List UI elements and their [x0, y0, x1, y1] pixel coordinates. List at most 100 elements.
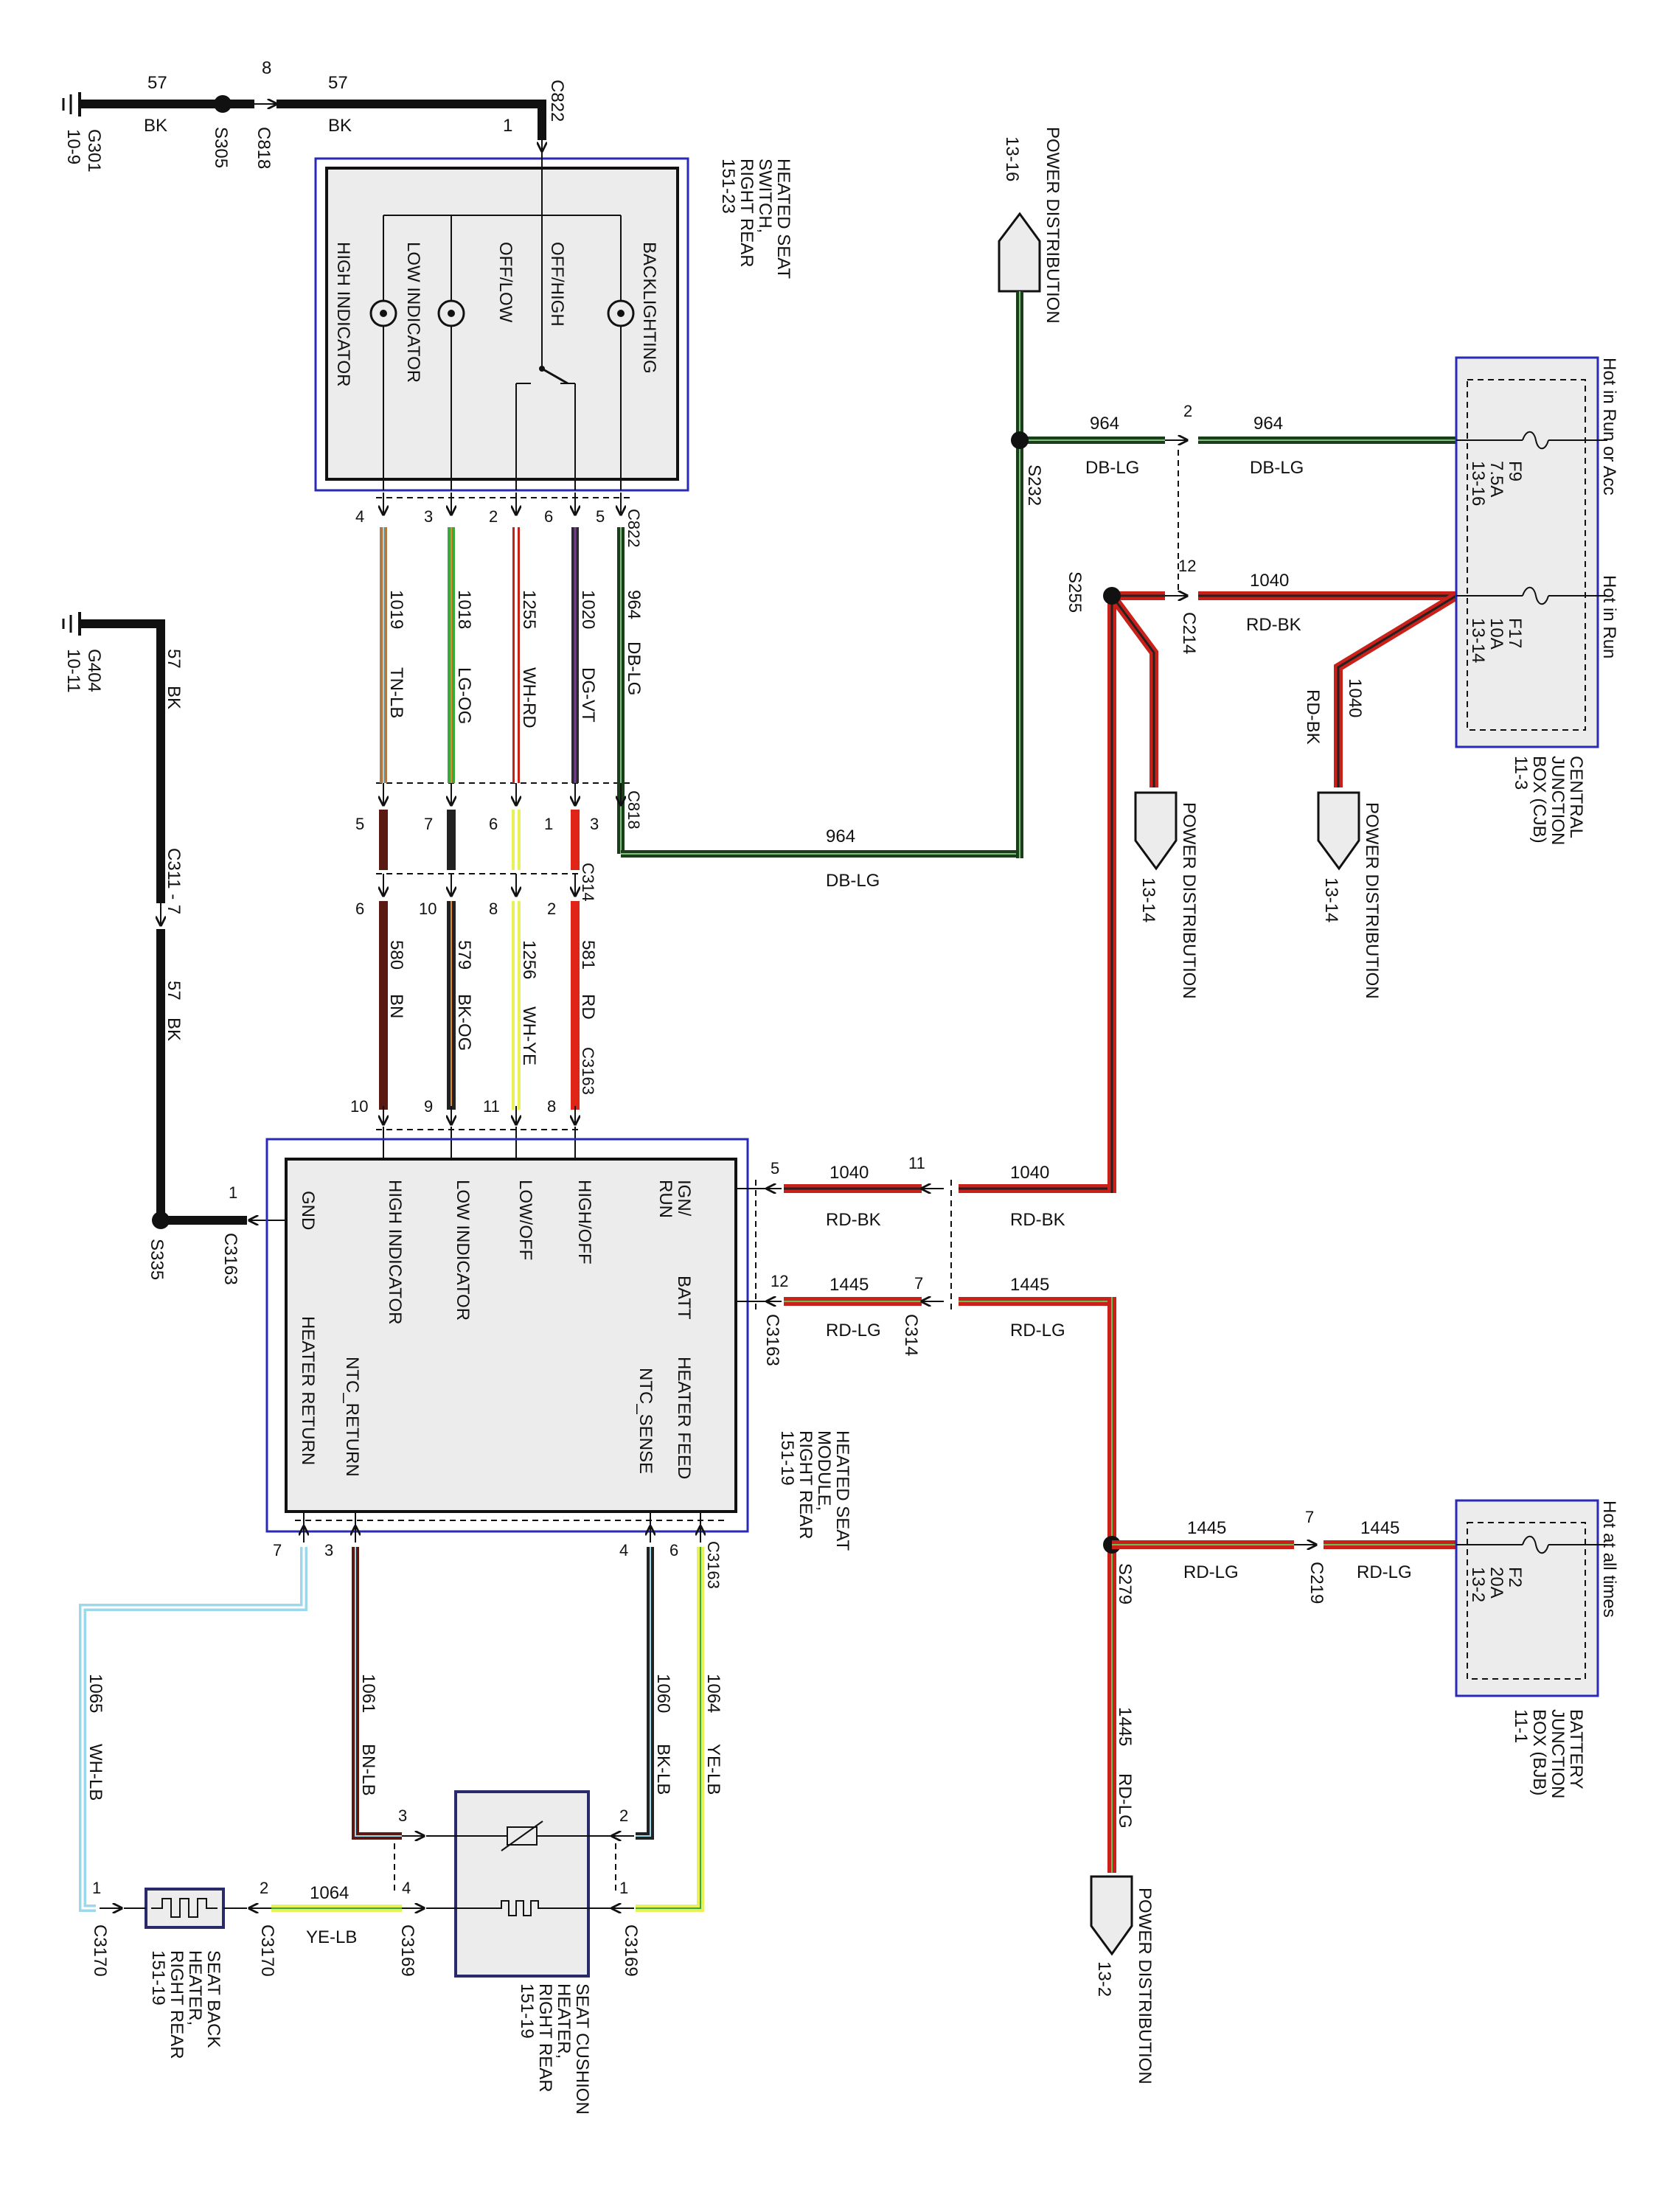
diagram-label: 151-19 [777, 1430, 797, 1486]
connector-label-c214: C214 [1179, 612, 1199, 654]
diagram-label: 7 [424, 815, 433, 833]
connector-label-c3170-right: C3170 [257, 1924, 277, 1977]
seat-cushion-heater [394, 1790, 616, 1978]
diagram-label: 8 [489, 900, 498, 918]
diagram-label: F17 [1505, 618, 1525, 648]
diagram-label: 3 [590, 815, 599, 833]
diagram-label: HIGH INDICATOR [385, 1180, 405, 1324]
diagram-label: 2 [260, 1879, 268, 1897]
diagram-label: F9 [1505, 461, 1525, 481]
diagram-label: RD-LG [1357, 1562, 1412, 1582]
diagram-label: 4 [355, 507, 364, 526]
diagram-label: 7.5A [1486, 461, 1506, 497]
diagram-label: TN-LB [386, 667, 406, 718]
diagram-label: 1 [229, 1183, 237, 1202]
diagram-label: 151-23 [718, 159, 738, 214]
diagram-label: 6 [489, 815, 498, 833]
diagram-label: 7 [273, 1541, 282, 1559]
connector-label-c311: C311 - 7 [164, 848, 184, 914]
diagram-label: SEAT BACK [204, 1950, 223, 2048]
diagram-label: POWER DISTRIBUTION [1179, 802, 1199, 999]
diagram-label: 1445 [1360, 1518, 1399, 1538]
diagram-label: WH-LB [86, 1744, 105, 1801]
diagram-label: 3 [398, 1806, 407, 1825]
wire-1040-cjb [1108, 591, 1459, 787]
wire-964-right [1016, 291, 1456, 858]
splice-s255 [1103, 587, 1121, 605]
diagram-label: BOX (BJB) [1529, 1709, 1549, 1795]
cjb-title: CENTRAL JUNCTION BOX (CJB) 11-3 [1511, 756, 1586, 845]
diagram-label: BK-LB [653, 1744, 673, 1795]
seat-back-heater [124, 1888, 247, 1929]
power-dist-1314-a [1134, 791, 1178, 871]
diagram-label: HEATED SEAT [832, 1430, 852, 1551]
connector-label-c822: C822 [625, 509, 643, 548]
diagram-label: BATTERY [1566, 1709, 1586, 1789]
diagram-label: 1445 [1187, 1518, 1226, 1538]
diagram-label: RD-LG [826, 1321, 881, 1340]
bjb-title: BATTERY JUNCTION BOX (BJB) 11-1 [1511, 1709, 1586, 1798]
diagram-label: 1060 [653, 1674, 673, 1713]
diagram-label: BN-LB [358, 1744, 378, 1796]
switch-label-low-indicator: LOW INDICATOR [403, 242, 423, 383]
diagram-label: 1040 [1345, 678, 1365, 717]
diagram-label: NTC_SENSE [636, 1368, 655, 1474]
diagram-label: 151-19 [148, 1950, 168, 2006]
diagram-label: LOW/OFF [515, 1180, 535, 1260]
arrows-c3163-bottom [304, 1526, 700, 1543]
diagram-label: WH-YE [519, 1006, 539, 1065]
diagram-label: 5 [771, 1159, 779, 1178]
ground-page-g404: 10-11 [63, 649, 83, 693]
diagram-label: RIGHT REAR [535, 1983, 555, 2093]
ground-label-g301: G301 [84, 129, 104, 173]
diagram-label: 8 [547, 1097, 556, 1116]
diagram-label: LOW INDICATOR [453, 1180, 473, 1321]
diagram-label: 57 [164, 649, 184, 669]
connector-label-c3163-top: C3163 [579, 1047, 597, 1095]
diagram-label: 1445 [1115, 1707, 1135, 1746]
diagram-label: RD-LG [1183, 1562, 1239, 1582]
module-title: HEATED SEAT MODULE, RIGHT REAR 151-19 [777, 1430, 852, 1551]
diagram-label: POWER DISTRIBUTION [1043, 127, 1062, 324]
ground-page-g301: 10-9 [63, 129, 83, 164]
connector-label-c3170-left: C3170 [90, 1924, 110, 1977]
splice-label-s335: S335 [147, 1239, 167, 1280]
central-junction-box [1455, 356, 1607, 748]
power-dist-1314-b [1317, 791, 1360, 871]
connector-label-c219: C219 [1307, 1562, 1326, 1604]
diagram-label: 579 [454, 940, 474, 970]
diagram-label: 1256 [519, 940, 539, 979]
diagram-label: 7 [1305, 1508, 1314, 1526]
pin-1-c822: 1 [503, 116, 512, 136]
diagram-label: 2 [619, 1806, 628, 1825]
diagram-label: 964 [1253, 414, 1283, 434]
wire-color-bk-a: BK [144, 116, 167, 136]
diagram-label: RD-BK [1246, 615, 1301, 635]
diagram-label: 1 [619, 1879, 628, 1897]
wire-color-bk-b: BK [328, 116, 352, 136]
wire-964-left [617, 527, 1020, 858]
diagram-label: 2 [1183, 402, 1192, 420]
diagram-label: RIGHT REAR [737, 159, 757, 268]
diagram-label: DB-LG [1250, 458, 1304, 478]
diagram-label: 12 [1178, 557, 1196, 575]
diagram-label: BN [386, 994, 406, 1018]
connector-label-c3163-bottom: C3163 [704, 1541, 723, 1589]
switch-label-high-indicator: HIGH INDICATOR [333, 242, 353, 386]
diagram-label: RD-LG [1010, 1321, 1065, 1340]
diagram-label: BATT [674, 1276, 694, 1320]
diagram-label: 1040 [830, 1163, 869, 1183]
diagram-label: 6 [669, 1541, 678, 1559]
diagram-label: 580 [386, 940, 406, 970]
cjb-hot-run: Hot in Run [1599, 575, 1619, 658]
diagram-label: 4 [619, 1541, 628, 1559]
diagram-label: WH-RD [519, 667, 539, 728]
heater-element-icon [456, 1900, 588, 1916]
diagram-label: 1255 [519, 590, 539, 629]
diagram-label: RD-BK [1303, 689, 1323, 745]
fuse-f9-icon [1522, 431, 1549, 450]
arrows-c3163-top [383, 1106, 575, 1124]
back-title: SEAT BACK HEATER, RIGHT REAR 151-19 [148, 1950, 223, 2059]
diagram-label: RD [578, 994, 598, 1020]
diagram-label: 7 [914, 1274, 923, 1293]
